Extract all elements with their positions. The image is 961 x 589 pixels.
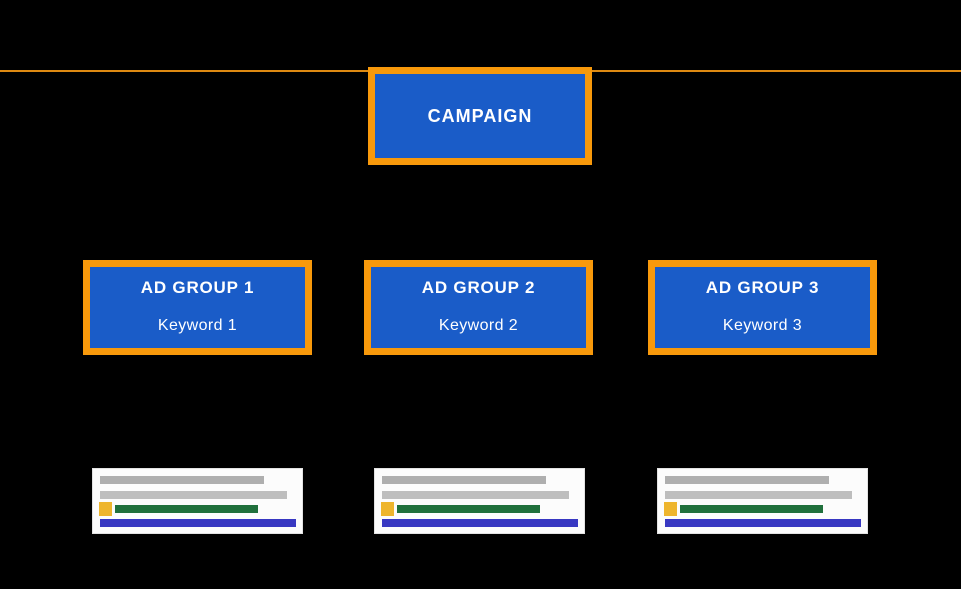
ad-url-bar: [397, 505, 540, 513]
ad-group-node-1: AD GROUP 1 Keyword 1: [83, 260, 312, 355]
ad-headline-bar: [100, 519, 296, 527]
ad-badge-icon: [664, 502, 677, 516]
ad-badge-icon: [381, 502, 394, 516]
ad-group-3-keyword: Keyword 3: [722, 317, 803, 334]
ad-url-bar: [680, 505, 823, 513]
ad-text-line-2: [665, 491, 852, 499]
campaign-node: CAMPAIGN: [368, 67, 592, 165]
ad-preview-card-1: [92, 468, 303, 534]
campaign-label: CAMPAIGN: [427, 105, 533, 126]
ad-group-2-title: AD GROUP 2: [421, 278, 536, 297]
ad-text-line-1: [100, 476, 264, 484]
ad-preview-card-2: [374, 468, 585, 534]
ad-badge-icon: [99, 502, 112, 516]
ad-group-1-keyword: Keyword 1: [157, 317, 238, 334]
ad-group-3-title: AD GROUP 3: [705, 278, 820, 297]
ad-group-2-keyword: Keyword 2: [438, 317, 519, 334]
ad-text-line-2: [382, 491, 569, 499]
ad-text-line-2: [100, 491, 287, 499]
ad-group-1-title: AD GROUP 1: [140, 278, 255, 297]
ad-headline-bar: [382, 519, 578, 527]
ad-preview-card-3: [657, 468, 868, 534]
ad-headline-bar: [665, 519, 861, 527]
ad-text-line-1: [382, 476, 546, 484]
ad-text-line-1: [665, 476, 829, 484]
ad-group-node-3: AD GROUP 3 Keyword 3: [648, 260, 877, 355]
ad-group-node-2: AD GROUP 2 Keyword 2: [364, 260, 593, 355]
ad-url-bar: [115, 505, 258, 513]
